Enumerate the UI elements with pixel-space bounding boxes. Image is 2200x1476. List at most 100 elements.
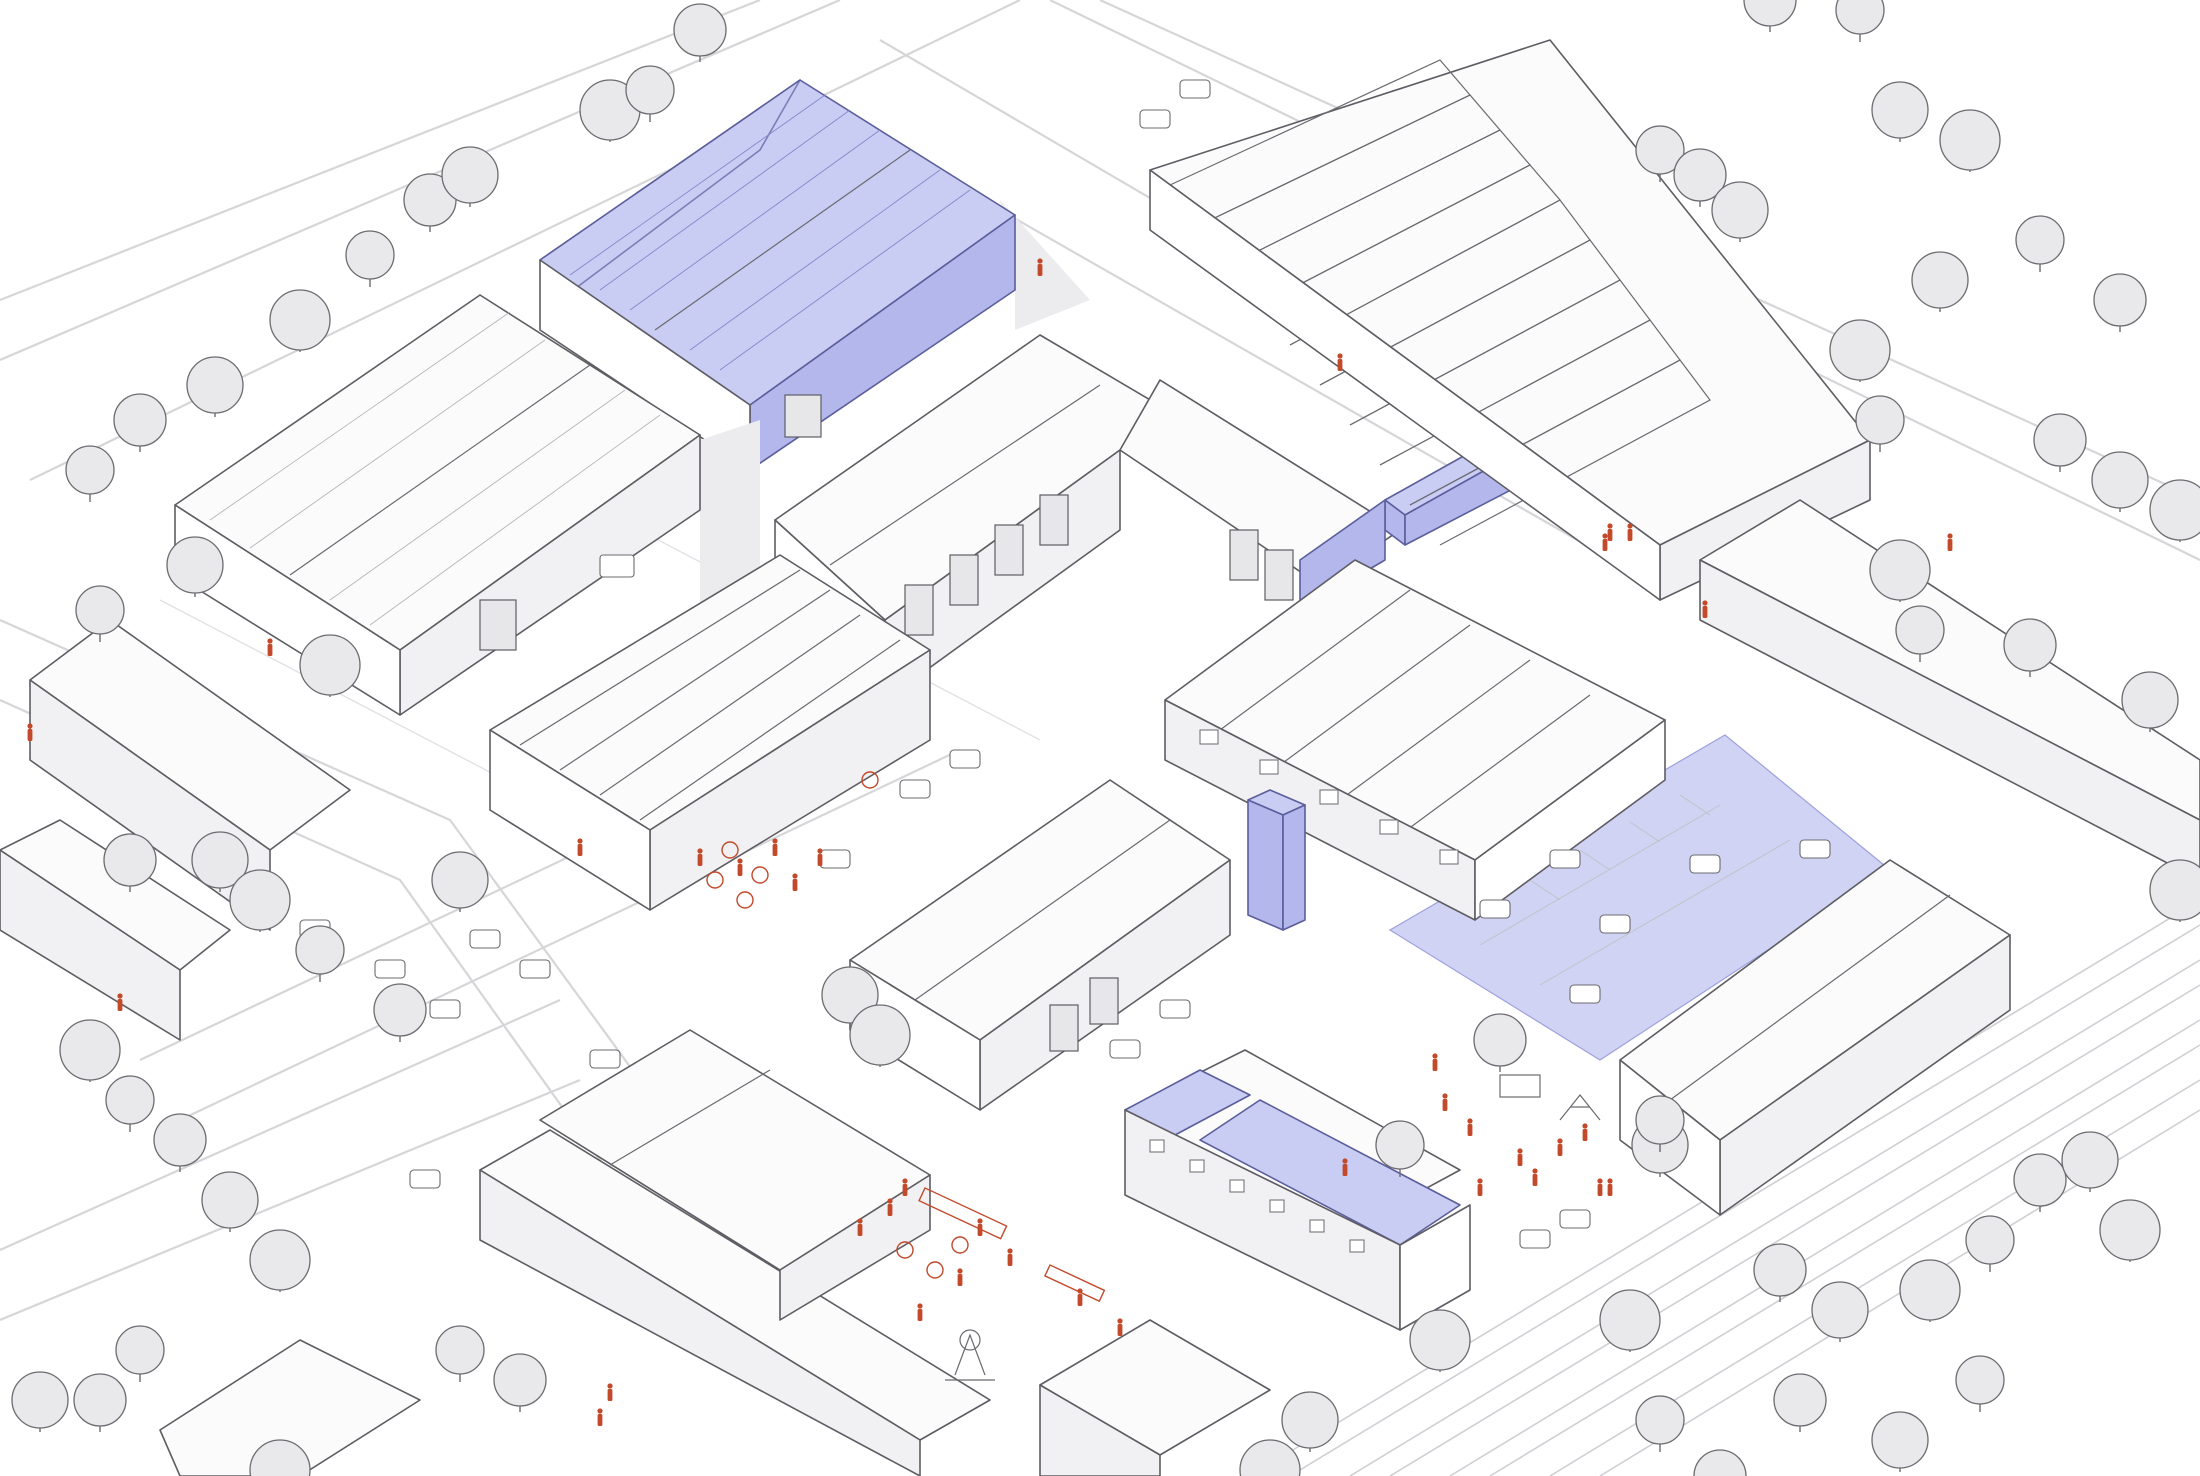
- tree: [1635, 1395, 1685, 1452]
- south-street: [0, 998, 561, 1252]
- tree: [345, 230, 395, 287]
- south-street-kerb: [0, 1078, 581, 1322]
- terraced-houses-east: [1699, 499, 2200, 881]
- street-trees: [11, 0, 2200, 1476]
- tree: [249, 1229, 311, 1292]
- tree: [1711, 181, 1769, 242]
- highlighted-warehouse: [539, 79, 1090, 471]
- avenue-edge-north: [0, 0, 761, 302]
- person-figure: [772, 838, 778, 856]
- person-figure: [887, 1198, 893, 1216]
- triple-gable-hall: [1164, 559, 1666, 921]
- tree: [191, 831, 249, 892]
- tree: [1811, 1281, 1869, 1342]
- long-shed-east: [1619, 859, 2011, 1216]
- tree: [1673, 148, 1727, 207]
- tree: [1635, 125, 1685, 182]
- tree: [115, 1325, 165, 1382]
- tree: [103, 833, 157, 892]
- person-figure: [1597, 1178, 1603, 1196]
- tree: [2003, 618, 2057, 677]
- tree: [1895, 605, 1945, 662]
- tree: [153, 1113, 207, 1172]
- middle-warehouse: [849, 779, 1231, 1111]
- tree: [493, 1353, 547, 1412]
- tree: [249, 1439, 311, 1476]
- person-figure: [577, 838, 583, 856]
- tree: [1855, 395, 1905, 452]
- person-figure: [697, 848, 703, 866]
- tree: [2149, 479, 2200, 542]
- tree: [1911, 251, 1969, 312]
- person-figure: [957, 1268, 963, 1286]
- tree: [2099, 1199, 2161, 1262]
- tree: [625, 65, 675, 122]
- south-warehouse: [539, 1029, 931, 1321]
- person-figure: [1607, 1178, 1613, 1196]
- tree: [75, 585, 125, 642]
- tree: [431, 851, 489, 912]
- person-figure: [902, 1178, 908, 1196]
- tree: [673, 3, 727, 62]
- tree: [1939, 109, 2001, 172]
- tree: [441, 146, 499, 207]
- tree: [1829, 319, 1891, 382]
- tree: [1409, 1309, 1471, 1372]
- mid-street-kerb: [179, 749, 961, 1121]
- people-and-furniture: [27, 258, 1953, 1426]
- tree: [269, 289, 331, 352]
- tree: [1239, 1439, 1301, 1476]
- tree: [849, 1004, 911, 1067]
- person-figure: [857, 1218, 863, 1236]
- person-figure: [117, 993, 123, 1011]
- parked-van: [599, 554, 635, 578]
- person-figure: [1467, 1118, 1473, 1136]
- person-figure: [737, 858, 743, 876]
- tree: [1955, 1355, 2005, 1412]
- tree: [1635, 1095, 1685, 1152]
- terraced-houses-south: [159, 1129, 991, 1476]
- tree: [1753, 1243, 1807, 1302]
- person-figure: [597, 1408, 603, 1426]
- person-figure: [817, 848, 823, 866]
- person-figure: [1077, 1288, 1083, 1306]
- tree: [2061, 1131, 2119, 1192]
- tree: [113, 393, 167, 452]
- tree: [166, 536, 224, 597]
- person-figure: [917, 1303, 923, 1321]
- person-figure: [1517, 1148, 1523, 1166]
- tree: [1693, 1449, 1747, 1476]
- person-figure: [977, 1218, 983, 1236]
- tree: [1871, 1411, 1929, 1472]
- tree: [1835, 0, 1885, 42]
- terraced-houses-west: [0, 619, 351, 1041]
- tree: [2033, 413, 2087, 472]
- person-figure: [1557, 1138, 1563, 1156]
- highlighted-apartment-block: [1124, 1049, 1471, 1331]
- tree: [2091, 451, 2149, 512]
- tree: [65, 445, 115, 502]
- tree: [105, 1075, 155, 1132]
- person-figure: [1337, 353, 1343, 371]
- highlighted-stair-tower: [1247, 789, 1306, 931]
- tree: [1773, 1373, 1827, 1432]
- person-figure: [1342, 1158, 1348, 1176]
- person-figure: [1582, 1123, 1588, 1141]
- person-figure: [1607, 523, 1613, 541]
- tree: [186, 356, 244, 417]
- person-figure: [1442, 1093, 1448, 1111]
- person-figure: [1477, 1178, 1483, 1196]
- person-figure: [1532, 1168, 1538, 1186]
- tree: [201, 1171, 259, 1232]
- tree: [1599, 1289, 1661, 1352]
- tree: [1871, 81, 1929, 142]
- person-figure: [267, 638, 273, 656]
- tree: [435, 1325, 485, 1382]
- tree: [1899, 1259, 1961, 1322]
- tree: [373, 983, 427, 1042]
- office-block-south: [1039, 1319, 1271, 1476]
- tree: [229, 869, 291, 932]
- tree: [1281, 1391, 1339, 1452]
- tree: [2015, 215, 2065, 272]
